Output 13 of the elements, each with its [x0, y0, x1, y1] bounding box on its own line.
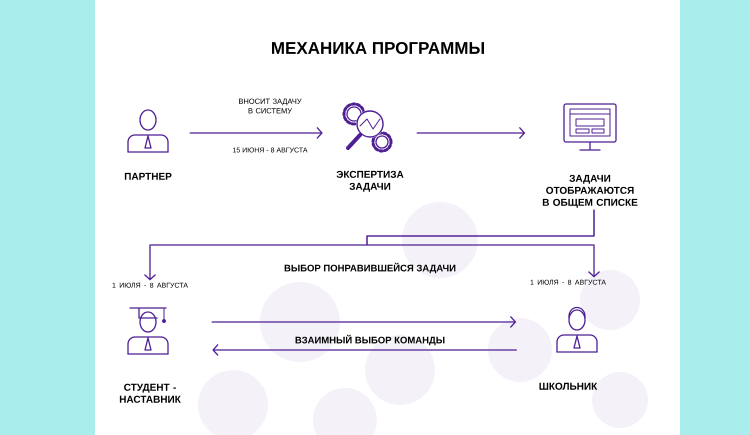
arrow: [416, 127, 526, 139]
node-label: ШКОЛЬНИК: [539, 382, 598, 390]
node-label: ЗАДАЧИ ОТОБРАЖАЮТСЯ В ОБЩЕМ СПИСКЕ: [542, 174, 638, 208]
node-label: СТУДЕНТ - НАСТАВНИК: [120, 384, 181, 403]
label: ВЗАИМНЫЙ ВЫБОР КОМАНДЫ: [296, 334, 444, 346]
node-label: ЭКСПЕРТИЗА ЗАДАЧИ: [336, 170, 404, 192]
arrow: [366, 209, 600, 278]
arrow: [190, 127, 323, 139]
node-label: ПАРТНЕР: [124, 172, 172, 180]
label: ВЫБОР ПОНРАВИВШЕЙСЯ ЗАДАЧИ: [284, 262, 456, 274]
arrow: [212, 344, 517, 356]
title: МЕХАНИКА ПРОГРАММЫ: [272, 42, 484, 54]
arrow: [212, 316, 516, 328]
